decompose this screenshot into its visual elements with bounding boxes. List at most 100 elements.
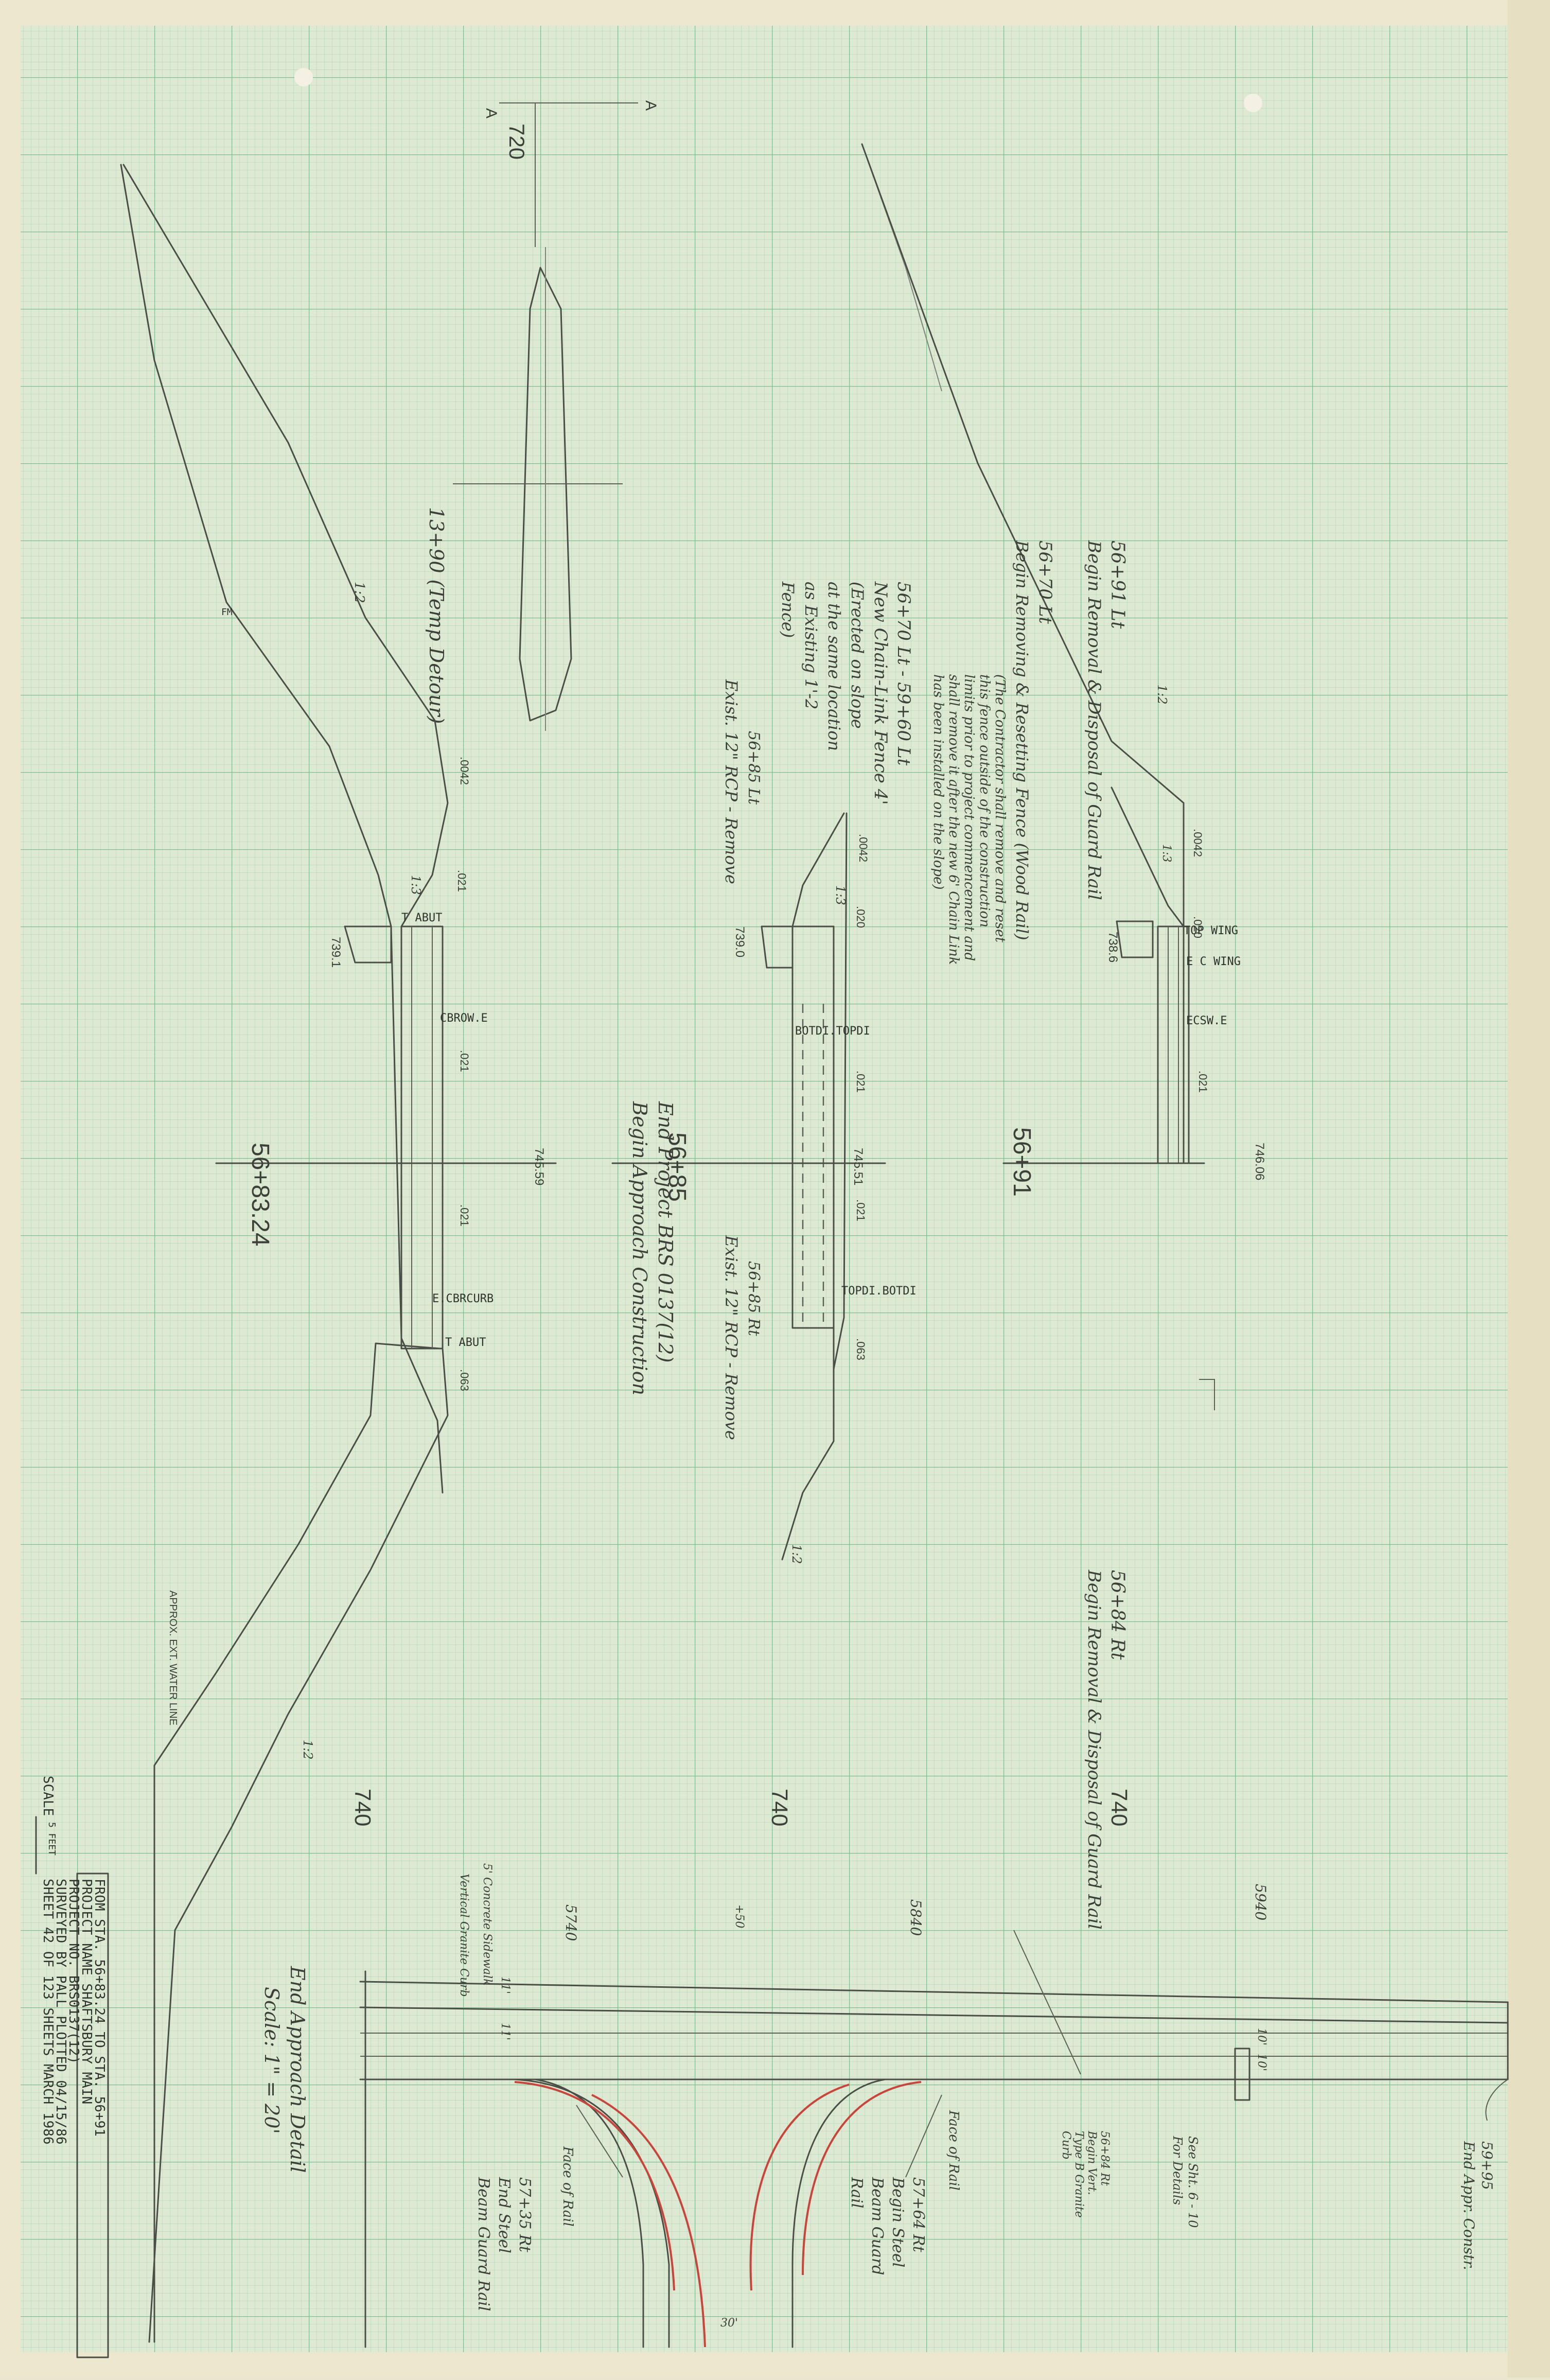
svg-text:End Project BRS 0137(12): End Project BRS 0137(12) bbox=[654, 1101, 677, 1363]
detail-end-curve bbox=[1485, 2079, 1508, 2121]
section-ref: 720 bbox=[505, 124, 529, 160]
approx-water-line: APPROX. EXT. WATER LINE bbox=[167, 1590, 179, 1725]
slope-right-13 bbox=[1111, 786, 1185, 927]
bridge-deck-mid bbox=[791, 925, 835, 1329]
note-rcp-rt: 56+85 Rt Exist. 12" RCP - Remove bbox=[721, 1235, 763, 1440]
detail-title: End Approach Detail bbox=[286, 1966, 309, 2173]
dim-11-a: 11' bbox=[499, 1976, 512, 1994]
curb-return-left bbox=[514, 2078, 670, 2348]
label-t-abut-left-2: T ABUT bbox=[445, 1336, 486, 1349]
leader-rail-b bbox=[905, 2094, 942, 2178]
elev-740-left: 740 bbox=[350, 1789, 375, 1826]
station-right: 56+91 bbox=[1008, 1127, 1035, 1197]
note-fence-reset: 56+70 Lt Begin Removing & Resetting Fenc… bbox=[930, 540, 1055, 965]
station-main: 56+83.24 bbox=[246, 1143, 274, 1247]
slope-mid-upper bbox=[791, 812, 845, 927]
begin-vert-line2: Type B Granite bbox=[1072, 2131, 1085, 2218]
elev-740-right: 740 bbox=[1106, 1789, 1132, 1826]
title-block: FROM STA. 56+83.24 TO STA. 56+91 PROJECT… bbox=[35, 1776, 109, 2358]
dim-11-b: 11' bbox=[499, 2023, 512, 2040]
end-approach-detail: End Approach Detail Scale: 1" = 20' 5740… bbox=[260, 1863, 1509, 2348]
svg-text:Begin Approach Construction: Begin Approach Construction bbox=[628, 1101, 651, 1395]
ground-line-left-upper bbox=[120, 164, 392, 927]
punch-hole-right bbox=[1244, 94, 1262, 112]
label-cbrow: CBROW.E bbox=[440, 1012, 488, 1025]
tb-project: PROJECT NAME SHAFTSBURY MAIN bbox=[79, 1879, 94, 2104]
guard-rail-red-right-2 bbox=[749, 2084, 850, 2291]
abutment-box-right bbox=[1116, 920, 1154, 958]
svg-text:56+70 Lt - 59+60 Lt: 56+70 Lt - 59+60 Lt bbox=[893, 582, 914, 766]
end-appr-text: End Appr. Constr. bbox=[1460, 2141, 1477, 2270]
svg-text:Begin Removal & Disposal of Gu: Begin Removal & Disposal of Guard Rail bbox=[1084, 540, 1104, 900]
curb-return-left-inner bbox=[534, 2078, 644, 2348]
sta-5940: 5940 bbox=[1252, 1884, 1269, 1920]
label-e-c-wing: E C WING bbox=[1186, 955, 1241, 968]
note-rcp-lt: 56+85 Lt Exist. 12" RCP - Remove bbox=[721, 679, 763, 884]
label-cbrcurb: E.CBRCURB bbox=[432, 1292, 494, 1305]
slope-right-12: 1:2 bbox=[1155, 685, 1169, 705]
temp-detour-outline bbox=[519, 267, 572, 722]
tb-scale-label: SCALE bbox=[40, 1776, 56, 1816]
grade-mid-3: .021 bbox=[854, 1071, 867, 1093]
grid bbox=[21, 26, 1508, 2352]
rail-b-line3: Rail bbox=[848, 2177, 866, 2208]
svg-text:56+70 Lt: 56+70 Lt bbox=[1035, 540, 1055, 624]
guard-rail-red-right bbox=[802, 2081, 922, 2276]
sidewalk-note: 5' Concrete Sidewalk bbox=[481, 1863, 494, 1986]
rail-a-station: 57+35 Rt bbox=[516, 2177, 534, 2253]
grade-mid-2: .020 bbox=[854, 906, 867, 928]
station-middle: 56+85 bbox=[663, 1132, 691, 1202]
svg-text:New Chain-Link Fence 4': New Chain-Link Fence 4' bbox=[870, 581, 891, 805]
section-a-right: A bbox=[642, 100, 659, 111]
label-botdi-topdi: BOTDI.TOPDI bbox=[795, 1025, 870, 1038]
for-details: For Details bbox=[1170, 2136, 1185, 2205]
svg-text:as Existing 1'-2: as Existing 1'-2 bbox=[801, 582, 821, 709]
tb-scale-value: 5 FEET bbox=[46, 1822, 57, 1856]
svg-text:has been installed on the slop: has been installed on the slope) bbox=[930, 674, 946, 890]
svg-text:(The Contractor shall remove a: (The Contractor shall remove and reset bbox=[992, 674, 1008, 943]
detail-scale: Scale: 1" = 20' bbox=[260, 1987, 283, 2134]
detail-road-1 bbox=[359, 1981, 1509, 2003]
svg-text:Begin Removal & Disposal of Gu: Begin Removal & Disposal of Guard Rail bbox=[1084, 1569, 1104, 1930]
title-block-frame bbox=[76, 1872, 109, 2358]
tb-surveyed: SURVEYED BY PALL PLOTTED 04/15/86 bbox=[53, 1879, 68, 2145]
grade-mid-5: .063 bbox=[854, 1338, 867, 1360]
guard-rail-red-left bbox=[514, 2081, 675, 2291]
ground-line-left-lower bbox=[153, 1342, 441, 2343]
grade-right-1: .0042 bbox=[1191, 829, 1204, 857]
slope-left-lower: 1:2 bbox=[301, 1740, 315, 1760]
elev-mid-top: 739.0 bbox=[733, 926, 747, 957]
deck-mid-edge bbox=[833, 812, 848, 1370]
detail-road-2 bbox=[359, 2006, 1509, 2024]
note-guard-rail-rt: 56+84 Rt Begin Removal & Disposal of Gua… bbox=[1084, 1569, 1128, 1930]
dim-30: 30' bbox=[720, 2317, 738, 2330]
slope-left-13: 1:3 bbox=[409, 875, 423, 895]
svg-text:56+91 Lt: 56+91 Lt bbox=[1107, 540, 1128, 629]
grade-mid-1: .0042 bbox=[857, 834, 870, 862]
sta-5840: 5840 bbox=[907, 1899, 924, 1936]
abutment-face-left bbox=[390, 925, 444, 1494]
svg-text:this fence outside of the cons: this fence outside of the construction bbox=[977, 674, 992, 927]
detour-station: 13+90 (Temp Detour) bbox=[425, 507, 448, 724]
label-topdi-botdi: TOPDI.BOTDI bbox=[841, 1285, 917, 1298]
elev-right-top: 738.6 bbox=[1106, 932, 1120, 962]
label-ecsw: ECSW.E bbox=[1186, 1014, 1227, 1027]
small-mark-right bbox=[1199, 1379, 1215, 1410]
vertical-curb-note: Vertical Granite Curb bbox=[457, 1874, 470, 1997]
grade-left-5: .063 bbox=[458, 1369, 471, 1391]
dim-10-b: 10' bbox=[1255, 2054, 1268, 2071]
dim-10-a: 10' bbox=[1255, 2028, 1268, 2045]
grade-right-2: .020 bbox=[1191, 916, 1204, 938]
paper-margin bbox=[1508, 0, 1550, 2377]
slope-line-left-upper bbox=[122, 164, 449, 927]
grade-mid-4: .021 bbox=[854, 1199, 867, 1221]
end-appr-station: 59+95 bbox=[1478, 2141, 1495, 2190]
leader-rail-a bbox=[576, 2105, 623, 2178]
slope-line-left-lower bbox=[148, 1347, 449, 2343]
punch-hole-left bbox=[294, 68, 313, 86]
svg-text:56+85 Lt: 56+85 Lt bbox=[745, 731, 763, 805]
tb-project-no: PROJECT NO. BRS0137(12) bbox=[66, 1879, 81, 2064]
bridge-deck-left bbox=[400, 925, 444, 1350]
svg-text:Fence): Fence) bbox=[778, 581, 798, 638]
